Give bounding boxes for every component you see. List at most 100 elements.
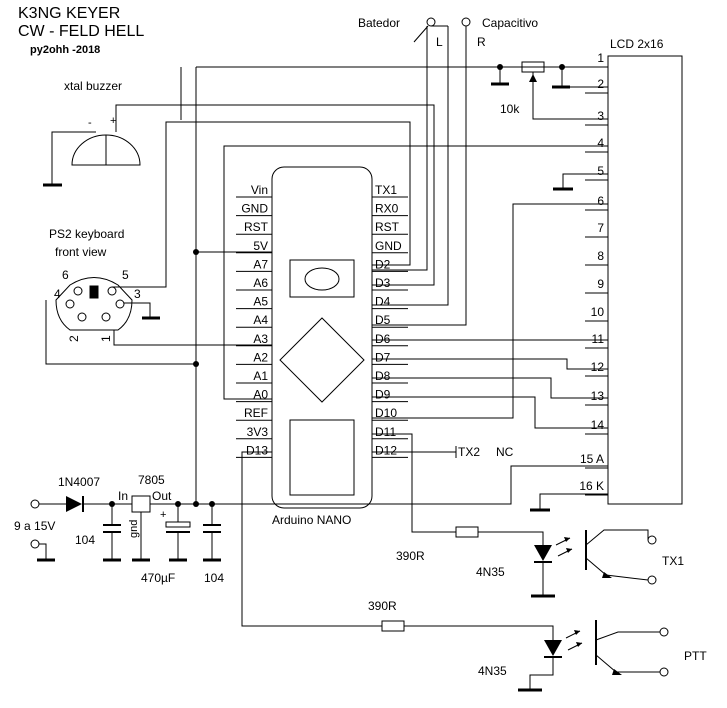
regulator-7805 — [131, 495, 151, 513]
title-line2: CW - FELD HELL — [18, 23, 144, 40]
buzzer-symbol — [71, 134, 141, 166]
capacitivo-r-label: R — [477, 35, 486, 49]
arduino-left-pin: A5 — [253, 295, 268, 309]
tx2-label: TX2 — [458, 445, 480, 459]
diode-label: 1N4007 — [58, 475, 100, 489]
arduino-left-pin: 5V — [253, 239, 268, 253]
arduino-right-pin: D3 — [375, 276, 391, 290]
lcd-pin-label: 10 — [591, 305, 605, 319]
buzzer-plus-label: + — [110, 115, 116, 127]
ps2-pin5: 5 — [122, 268, 129, 282]
arduino-left-pin: 3V3 — [247, 425, 269, 439]
ps2-wire-gnd — [124, 302, 151, 318]
opto2-label: 4N35 — [478, 664, 507, 678]
r2-resistor — [381, 620, 405, 632]
lcd-pin-label: 3 — [597, 109, 604, 123]
arduino-right-pin: RX0 — [375, 202, 399, 216]
lcd-pin-label: 4 — [597, 136, 604, 150]
arduino-left-pin: Vin — [251, 183, 268, 197]
lcd-wire-4 — [223, 145, 608, 400]
reg-in-label: In — [118, 489, 128, 503]
r1-label: 390R — [396, 549, 425, 563]
ps2-connector — [55, 277, 133, 331]
arduino-label: Arduino NANO — [272, 513, 351, 527]
lcd-wire-14 — [372, 396, 608, 429]
lcd-wire-12 — [372, 358, 608, 370]
arduino-crystal — [304, 267, 340, 291]
svg-text:+: + — [160, 509, 166, 521]
lcd-pin-label: 13 — [591, 389, 605, 403]
lcd-wire-3 — [532, 82, 608, 120]
lcd-pin-label: 2 — [597, 77, 604, 91]
arduino-right-pin: RST — [375, 220, 400, 234]
ps2-pin2: 2 — [67, 335, 81, 342]
lcd-module — [607, 55, 683, 505]
capacitivo-label: Capacitivo — [482, 16, 538, 30]
arduino-right-pin: D10 — [375, 406, 397, 420]
arduino-chip-usb — [289, 259, 355, 298]
r1-resistor — [455, 526, 479, 538]
tx1-label: TX1 — [662, 554, 684, 568]
ps2-wire-clock — [112, 121, 411, 288]
arduino-usb-port — [289, 419, 355, 496]
arduino-left-pin: REF — [244, 406, 268, 420]
ps2-title-2: front view — [55, 245, 107, 259]
arduino-right-pin: D9 — [375, 388, 391, 402]
arduino-left-pin: A3 — [253, 332, 268, 346]
batedor-l-label: L — [436, 35, 443, 49]
arduino-left-pin: A1 — [253, 369, 268, 383]
lcd-pin-label: 12 — [591, 360, 605, 374]
arduino-right-pin: D5 — [375, 313, 391, 327]
reg-out-label: Out — [152, 489, 172, 503]
lcd-pin-label: 16 K — [579, 479, 604, 493]
ps2-pin4: 4 — [54, 287, 61, 301]
arduino-left-pin: GND — [241, 202, 268, 216]
pot-label: 10k — [500, 102, 520, 116]
arduino-right-pin: GND — [375, 239, 402, 253]
arduino-right-pin: D12 — [375, 443, 397, 457]
paddle-wire-d4 — [372, 26, 449, 306]
lcd-wire-13 — [372, 377, 608, 399]
arduino-right-pin: D8 — [375, 369, 391, 383]
reg-label: 7805 — [138, 473, 165, 487]
arduino-left-pin: A7 — [253, 257, 268, 271]
arduino-left-pin: A4 — [253, 313, 268, 327]
lcd-pin-label: 1 — [597, 51, 604, 65]
arduino-right-pin: D6 — [375, 332, 391, 346]
arduino-right-pin: D7 — [375, 350, 391, 364]
arduino-right-pin: D11 — [375, 425, 396, 439]
elec-cap — [165, 521, 191, 528]
cap1-label: 104 — [75, 533, 95, 547]
lcd-pin-label: 8 — [597, 249, 604, 263]
arduino-left-pin: A6 — [253, 276, 268, 290]
ps2-wire-gnd-shield — [45, 300, 196, 365]
lcd-pin-label: 9 — [597, 277, 604, 291]
title-author: py2ohh -2018 — [30, 44, 100, 56]
lcd-pin-label: 15 A — [580, 452, 604, 466]
ptt-label: PTT — [684, 649, 707, 663]
opto2-wire — [241, 451, 382, 627]
ps2-pin3: 3 — [134, 287, 141, 301]
nc-label: NC — [496, 445, 514, 459]
arduino-board — [271, 166, 373, 509]
elec-cap-label: 470µF — [141, 571, 175, 585]
arduino-left-pin: A2 — [253, 350, 268, 364]
lcd-pin-label: 14 — [591, 418, 605, 432]
ps2-pin1: 1 — [99, 335, 113, 342]
opto1-label: 4N35 — [476, 565, 505, 579]
opto1-wire — [372, 433, 456, 533]
title-line1: K3NG KEYER — [18, 5, 120, 22]
buzzer-wire-d3 — [115, 104, 435, 286]
arduino-mcu — [279, 317, 365, 403]
batedor-label: Batedor — [358, 16, 400, 30]
lcd-pin-label: 7 — [597, 221, 604, 235]
ps2-wire-data — [113, 330, 272, 346]
arduino-right-pin: D4 — [375, 295, 391, 309]
paddle-wire-d5 — [372, 26, 467, 326]
buzzer-minus-label: - — [88, 117, 92, 129]
arduino-right-pin: TX1 — [375, 183, 397, 197]
arduino-left-pin: D13 — [246, 443, 268, 457]
arduino-right-pin: D2 — [375, 257, 391, 271]
